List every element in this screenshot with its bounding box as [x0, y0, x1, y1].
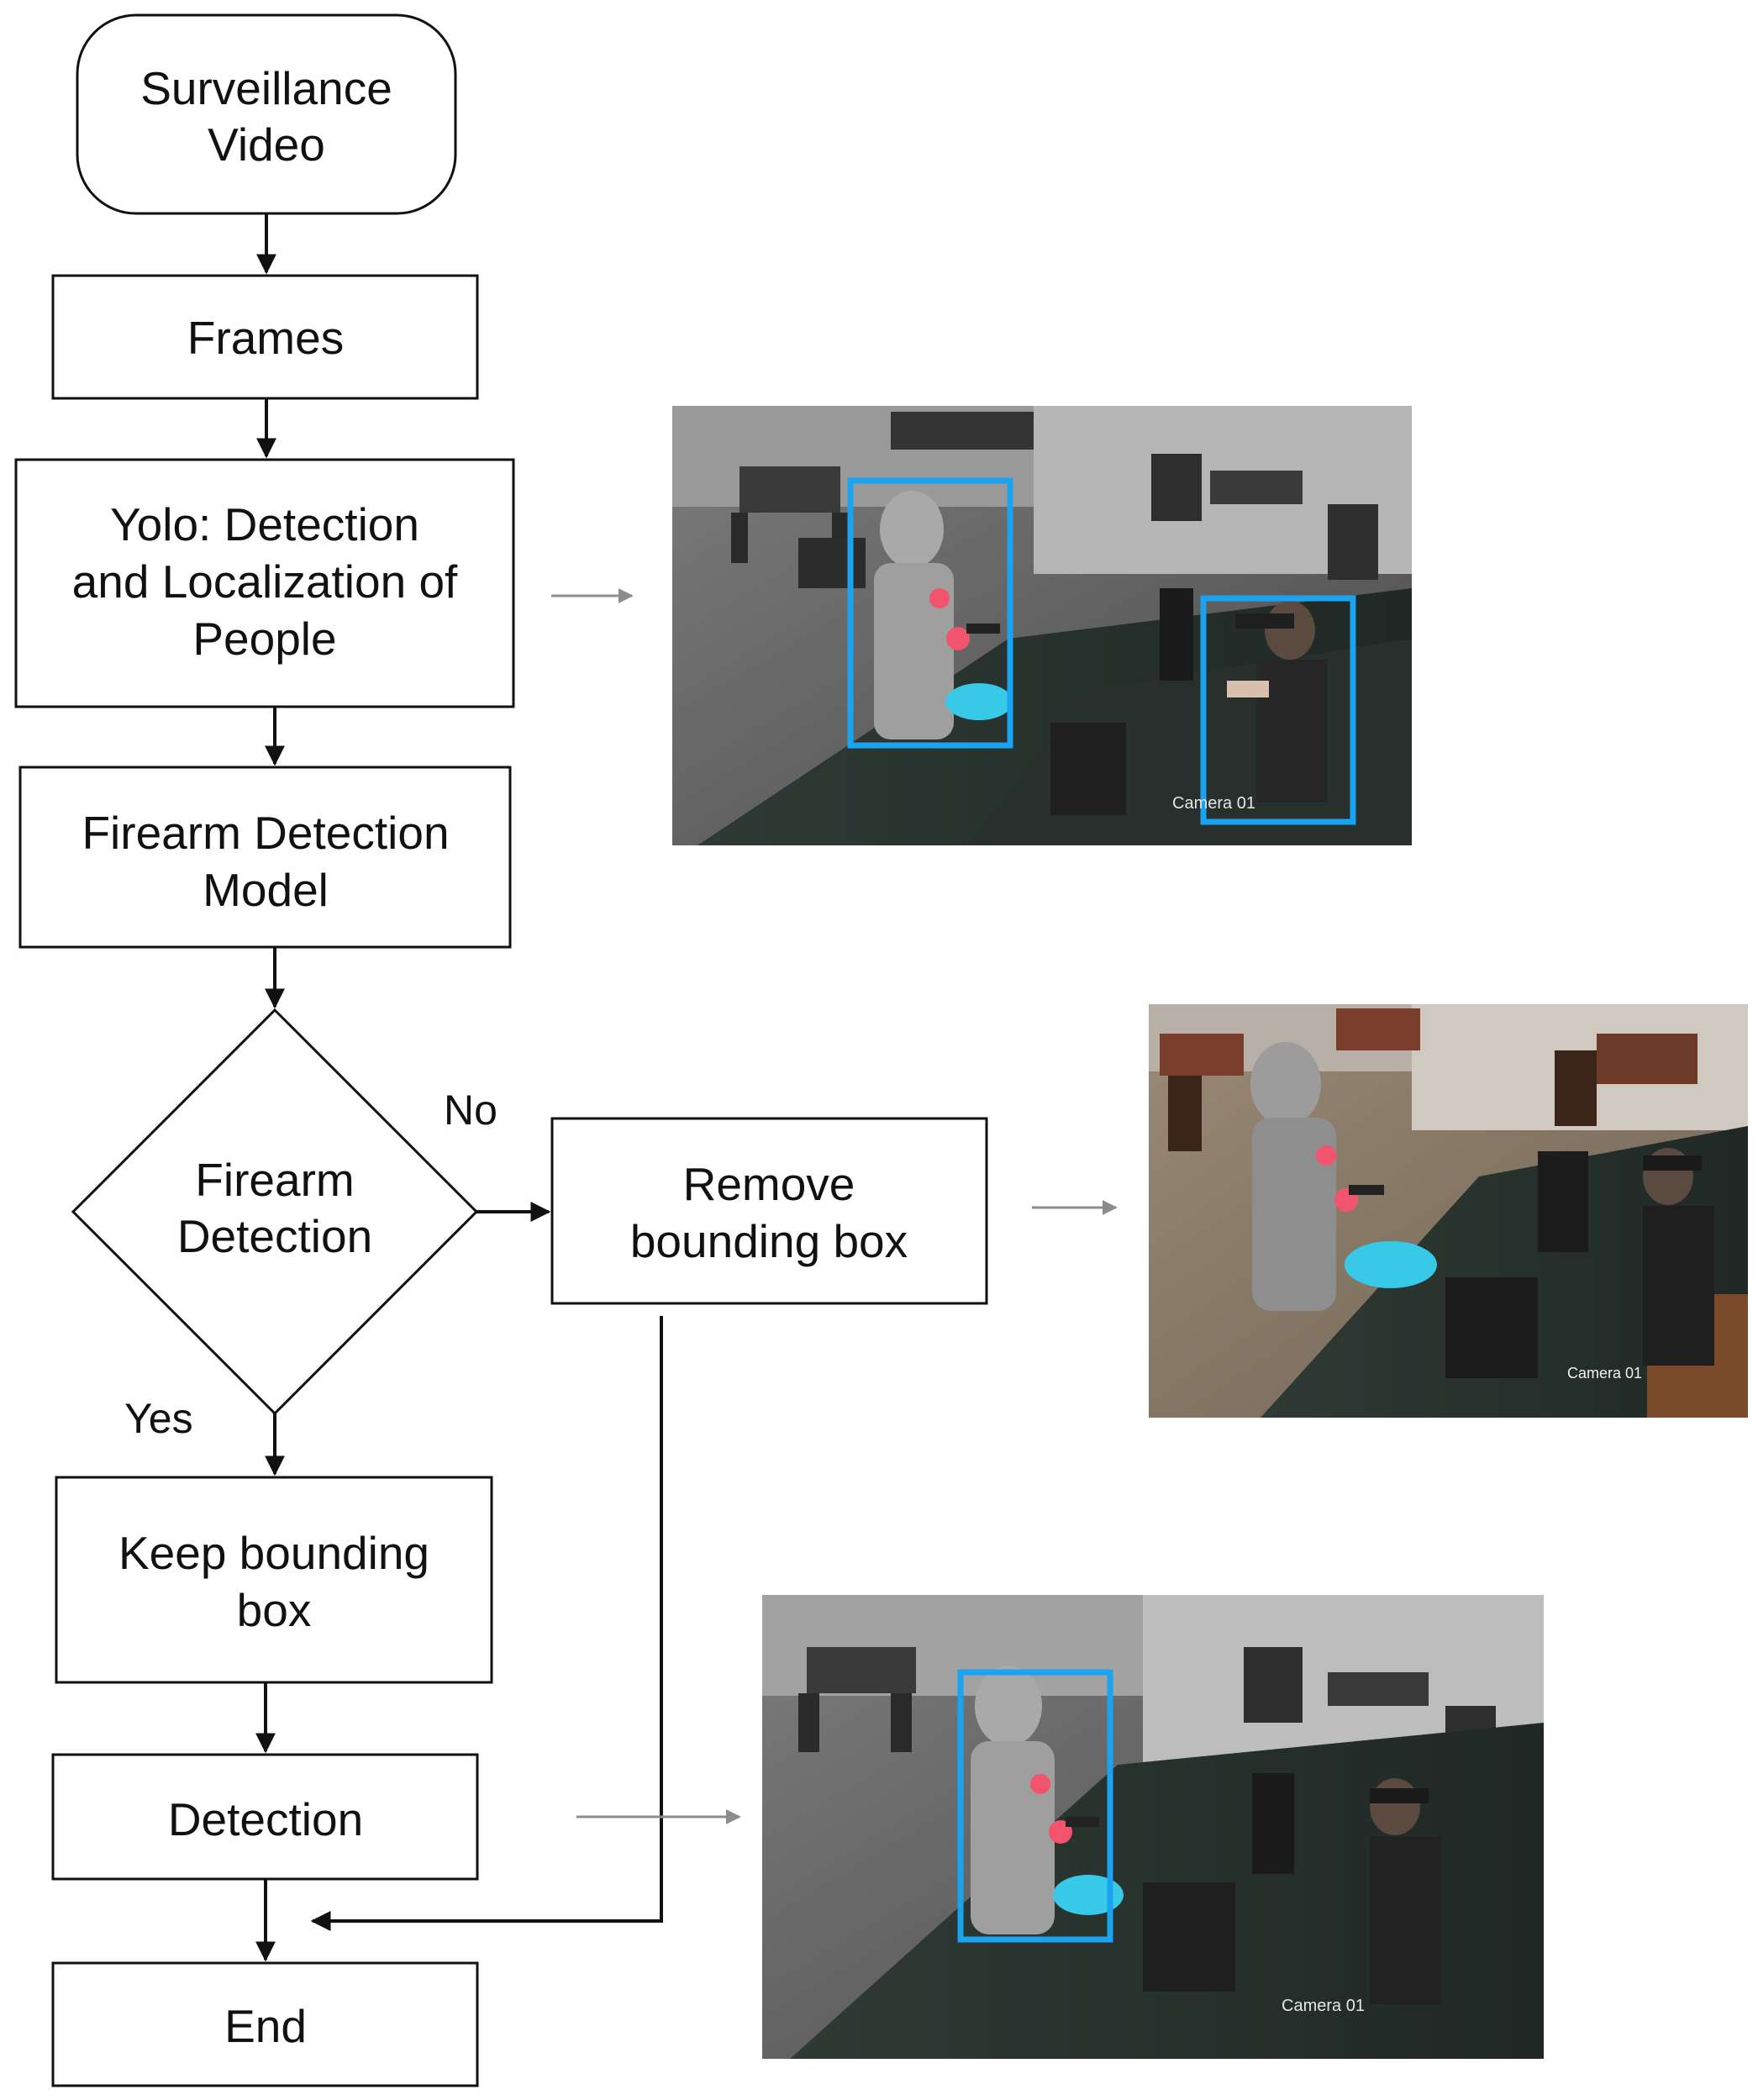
arrow-remove-to-end: [310, 1316, 663, 1931]
frame-2-camera-label: Camera 01: [1567, 1365, 1642, 1382]
node-remove-bounding-box: Remove bounding box: [550, 1117, 988, 1305]
node-surveillance-video-line1: Surveillance: [140, 62, 392, 114]
flow-arrows: [255, 213, 663, 1962]
node-detection: Detection: [51, 1753, 479, 1881]
edge-label-yes: Yes: [124, 1395, 193, 1442]
node-firearm-model-line1: Firearm Detection: [82, 807, 449, 859]
frame-1-camera-label: Camera 01: [1172, 794, 1255, 813]
node-firearm-detection-model: Firearm Detection Model: [18, 766, 512, 949]
node-remove-box-line1: Remove: [683, 1158, 855, 1210]
decision-firearm-detection: Firearm Detection: [71, 1008, 479, 1416]
node-end-label: End: [224, 2000, 307, 2052]
frame-3-camera-label: Camera 01: [1282, 1997, 1365, 2015]
output-arrows: [551, 588, 1118, 1824]
node-yolo-line2: and Localization of: [72, 555, 458, 608]
edge-label-no: No: [444, 1087, 497, 1134]
surveillance-frame-1: Camera 01: [672, 406, 1412, 845]
node-keep-bounding-box: Keep bounding box: [55, 1476, 493, 1684]
node-detection-label: Detection: [168, 1793, 363, 1845]
node-frames: Frames: [51, 274, 479, 400]
decision-firearm-line1: Firearm: [195, 1154, 354, 1206]
node-keep-box-line2: box: [237, 1584, 312, 1636]
surveillance-frame-2: Camera 01: [1149, 1004, 1748, 1418]
node-keep-box-line1: Keep bounding: [118, 1527, 429, 1579]
node-surveillance-video-line2: Video: [208, 118, 325, 171]
node-remove-box-line2: bounding box: [630, 1215, 908, 1267]
node-yolo-line1: Yolo: Detection: [110, 498, 419, 550]
node-yolo: Yolo: Detection and Localization of Peop…: [14, 458, 515, 708]
node-firearm-model-line2: Model: [203, 864, 329, 916]
surveillance-frame-3: Camera 01: [762, 1595, 1544, 2059]
node-frames-label: Frames: [187, 312, 344, 364]
decision-firearm-line2: Detection: [177, 1210, 372, 1262]
node-end: End: [51, 1961, 479, 2087]
node-yolo-line3: People: [192, 613, 336, 665]
node-surveillance-video: Surveillance Video: [76, 13, 457, 215]
